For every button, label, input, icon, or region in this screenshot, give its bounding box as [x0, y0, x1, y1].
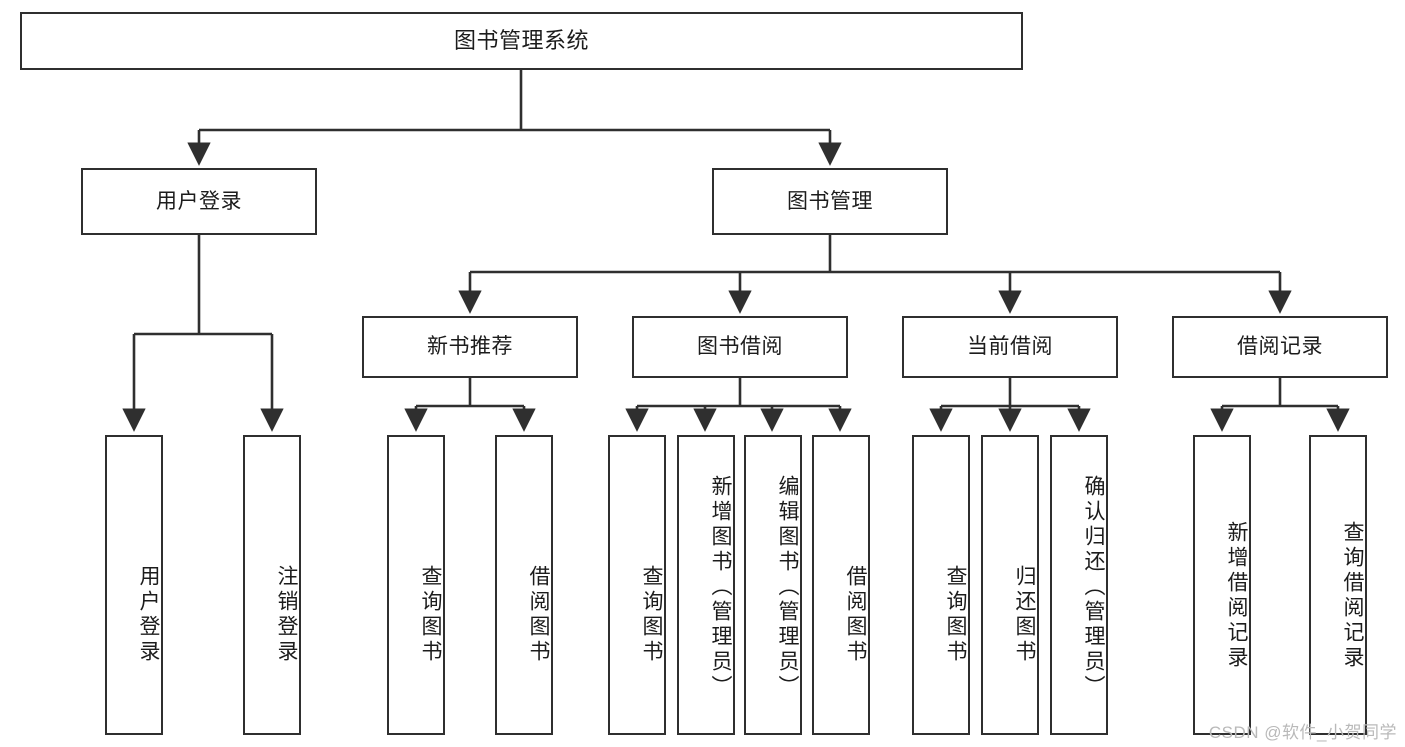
leaf-return-book[interactable]: 归还图书 — [981, 435, 1039, 735]
node-borrow-record[interactable]: 借阅记录 — [1172, 316, 1388, 378]
node-book-manage[interactable]: 图书管理 — [712, 168, 948, 235]
node-book-manage-label: 图书管理 — [787, 189, 873, 213]
leaf-borrow-book[interactable]: 借阅图书 — [812, 435, 870, 735]
leaf-query-book-rec-label: 查询图书 — [419, 565, 442, 665]
leaf-edit-book[interactable]: 编辑图书（管理员） — [744, 435, 802, 735]
leaf-borrow-book-label: 借阅图书 — [844, 565, 867, 665]
node-user-login-label: 用户登录 — [156, 189, 242, 213]
node-borrow-record-label: 借阅记录 — [1237, 335, 1323, 359]
leaf-query-borrow-record[interactable]: 查询借阅记录 — [1309, 435, 1367, 735]
leaf-query-book-borrow-label: 查询图书 — [640, 565, 663, 665]
leaf-user-logout[interactable]: 注销登录 — [243, 435, 301, 735]
leaf-query-book-borrow[interactable]: 查询图书 — [608, 435, 666, 735]
leaf-add-borrow-record-label: 新增借阅记录 — [1225, 521, 1248, 671]
node-current-borrow[interactable]: 当前借阅 — [902, 316, 1118, 378]
leaf-query-book-rec[interactable]: 查询图书 — [387, 435, 445, 735]
node-root-book-management-system[interactable]: 图书管理系统 — [20, 12, 1023, 70]
leaf-add-book[interactable]: 新增图书（管理员） — [677, 435, 735, 735]
leaf-confirm-return-label: 确认归还（管理员） — [1082, 474, 1105, 700]
node-new-book-recommendation-label: 新书推荐 — [427, 335, 513, 359]
leaf-borrow-book-rec[interactable]: 借阅图书 — [495, 435, 553, 735]
leaf-add-borrow-record[interactable]: 新增借阅记录 — [1193, 435, 1251, 735]
leaf-borrow-book-rec-label: 借阅图书 — [527, 565, 550, 665]
leaf-user-login-label: 用户登录 — [137, 565, 160, 665]
leaf-confirm-return[interactable]: 确认归还（管理员） — [1050, 435, 1108, 735]
leaf-return-book-label: 归还图书 — [1013, 565, 1036, 665]
leaf-query-borrow-record-label: 查询借阅记录 — [1341, 521, 1364, 671]
csdn-watermark: CSDN @软件_小贺同学 — [1208, 723, 1397, 742]
node-current-borrow-label: 当前借阅 — [967, 335, 1053, 359]
leaf-edit-book-label: 编辑图书（管理员） — [776, 474, 799, 700]
node-root-label: 图书管理系统 — [453, 27, 589, 53]
leaf-add-book-label: 新增图书（管理员） — [709, 474, 732, 700]
leaf-query-book-current[interactable]: 查询图书 — [912, 435, 970, 735]
leaf-user-login[interactable]: 用户登录 — [105, 435, 163, 735]
leaf-query-book-current-label: 查询图书 — [944, 565, 967, 665]
node-book-borrow-label: 图书借阅 — [697, 335, 783, 359]
node-user-login[interactable]: 用户登录 — [81, 168, 317, 235]
node-new-book-recommendation[interactable]: 新书推荐 — [362, 316, 578, 378]
node-book-borrow[interactable]: 图书借阅 — [632, 316, 848, 378]
leaf-user-logout-label: 注销登录 — [275, 565, 298, 665]
